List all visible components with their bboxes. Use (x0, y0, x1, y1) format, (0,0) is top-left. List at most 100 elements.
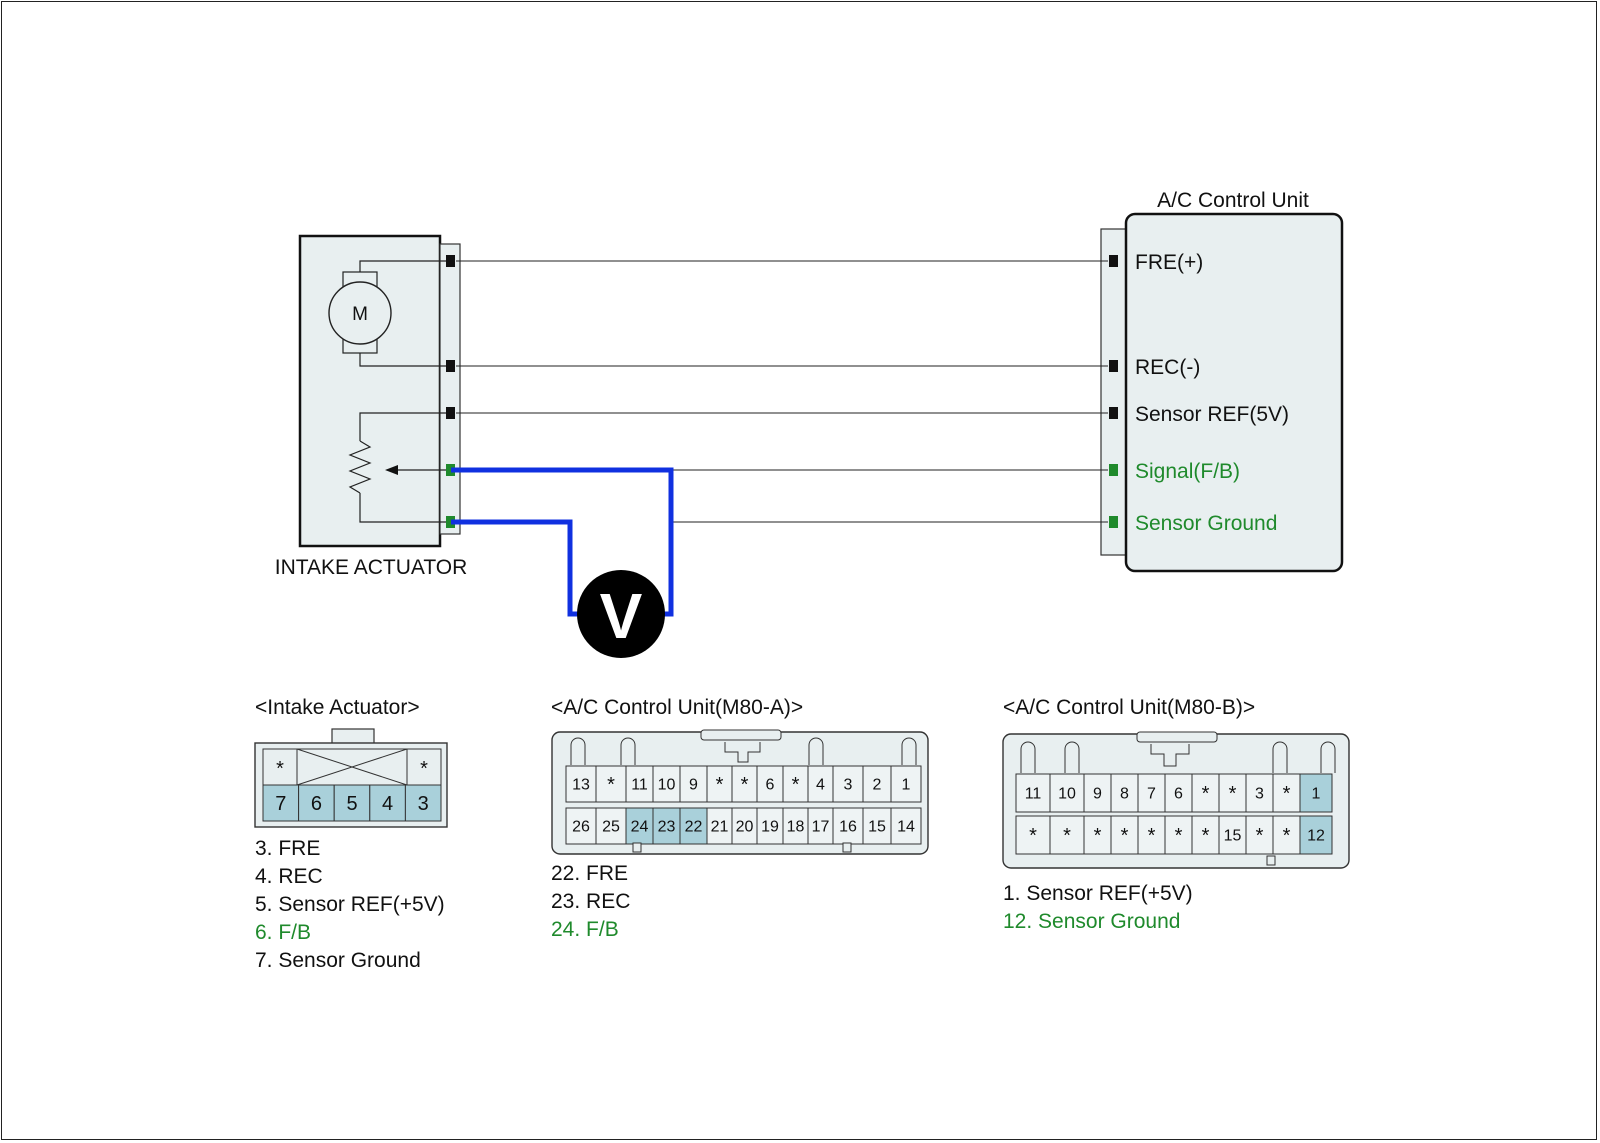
pin-cell (807, 765, 834, 803)
pin-cell (890, 807, 922, 845)
pin-cell (1083, 815, 1112, 855)
pin-number: * (1094, 825, 1102, 847)
legend-item: 6. F/B (255, 921, 311, 944)
pin-cell (1083, 773, 1112, 813)
acu-a-legend: 22. FRE 23. REC 24. F/B (551, 862, 630, 941)
meter-lead-negative (451, 519, 584, 617)
intake-pin-number: 5 (346, 793, 357, 815)
pin-number: * (1283, 825, 1291, 847)
voltmeter-icon (577, 570, 665, 658)
legend-item: 24. F/B (551, 918, 619, 941)
intake-pin-number: 7 (275, 793, 286, 815)
intake-pin-cell (404, 784, 442, 822)
pin-cell (862, 807, 892, 845)
pin-number: * (1121, 825, 1129, 847)
pin-cell (756, 765, 784, 803)
pin-number: * (1229, 783, 1237, 805)
pin-number: 24 (631, 819, 649, 836)
pin-number: * (741, 774, 749, 796)
pin-number: 8 (1120, 786, 1129, 803)
pin-cell (832, 807, 864, 845)
pin-cell (1164, 773, 1193, 813)
pin-cell (706, 765, 733, 803)
intake-pin-star-left: * (276, 758, 284, 780)
pin-number: 19 (761, 819, 779, 836)
pin-number: 3 (844, 777, 853, 794)
pin-number: 1 (1312, 786, 1321, 803)
pin-number: 11 (1025, 786, 1042, 803)
pin-number: 20 (736, 819, 754, 836)
pin-cell (1137, 815, 1166, 855)
intake-actuator: M INTAKE ACTUATOR (275, 234, 467, 579)
motor-symbol: M (352, 304, 368, 325)
pin-number: 4 (816, 777, 825, 794)
pin-number: 1 (902, 777, 911, 794)
actuator-terminal (446, 516, 455, 528)
pin-cell (565, 807, 597, 845)
pin-number: * (716, 774, 724, 796)
pin-cell (1164, 815, 1193, 855)
intake-pin-cell (333, 784, 371, 822)
pin-cell (1049, 773, 1085, 813)
intake-pin-cell (262, 784, 300, 822)
pin-number: * (1175, 825, 1183, 847)
pin-number: 16 (839, 819, 857, 836)
legend-item: 4. REC (255, 865, 323, 888)
acu-terminal (1109, 360, 1118, 372)
pin-cell (1015, 815, 1051, 855)
pin-number: * (607, 774, 615, 796)
acu-a-connector-title: <A/C Control Unit(M80-A)> (551, 696, 803, 719)
pin-number: * (1063, 825, 1071, 847)
pin-cell (1191, 773, 1220, 813)
pin-cell (862, 765, 892, 803)
intake-pin-cell (369, 784, 406, 822)
acu-pin-label: Sensor REF(5V) (1135, 403, 1289, 426)
legend-item: 5. Sensor REF(+5V) (255, 893, 445, 916)
pin-number: 13 (572, 777, 590, 794)
pin-number: 17 (812, 819, 830, 836)
pin-cell (625, 765, 654, 803)
pin-number: 6 (1174, 786, 1183, 803)
intake-pin-number: 4 (382, 793, 393, 815)
acu-terminal (1109, 516, 1118, 528)
pin-cell (1299, 773, 1333, 813)
legend-item: 3. FRE (255, 837, 320, 860)
pin-number: * (792, 774, 800, 796)
intake-connector: <Intake Actuator> * * 7 6 5 4 3 3. FRE 4. REC… (254, 696, 448, 972)
actuator-terminal (446, 360, 455, 372)
intake-pin-star-right: * (420, 758, 428, 780)
intake-pin-number: 3 (418, 793, 429, 815)
actuator-terminal (446, 255, 455, 267)
acu-b-legend: 1. Sensor REF(+5V) 12. Sensor Ground (1003, 882, 1193, 933)
pin-cell (1049, 815, 1085, 855)
pin-number: * (1202, 825, 1210, 847)
pin-number: 10 (658, 777, 676, 794)
pin-number: 15 (1224, 828, 1242, 845)
acu-terminals (1109, 255, 1118, 528)
acu-pin-labels: FRE(+)REC(-)Sensor REF(5V)Signal(F/B)Sen… (1135, 251, 1289, 535)
legend-item: 1. Sensor REF(+5V) (1003, 882, 1193, 905)
intake-pin-number: 6 (311, 793, 322, 815)
pin-number: * (1202, 783, 1210, 805)
pin-cell (890, 765, 922, 803)
legend-item: 22. FRE (551, 862, 628, 885)
pin-cell (565, 765, 597, 803)
legend-item: 23. REC (551, 890, 630, 913)
pin-cell (679, 807, 708, 845)
pin-cell (652, 765, 681, 803)
pin-number: 10 (1058, 786, 1076, 803)
acu-terminal (1109, 255, 1118, 267)
pin-cell (1191, 815, 1220, 855)
pin-number: 26 (572, 819, 590, 836)
pin-cell (731, 765, 758, 803)
legend-item: 12. Sensor Ground (1003, 910, 1180, 933)
actuator-terminals (446, 255, 455, 528)
intake-connector-title: <Intake Actuator> (255, 696, 420, 719)
pin-number: 9 (689, 777, 698, 794)
pin-number: 15 (868, 819, 886, 836)
acu-pin-label: Sensor Ground (1135, 512, 1277, 535)
